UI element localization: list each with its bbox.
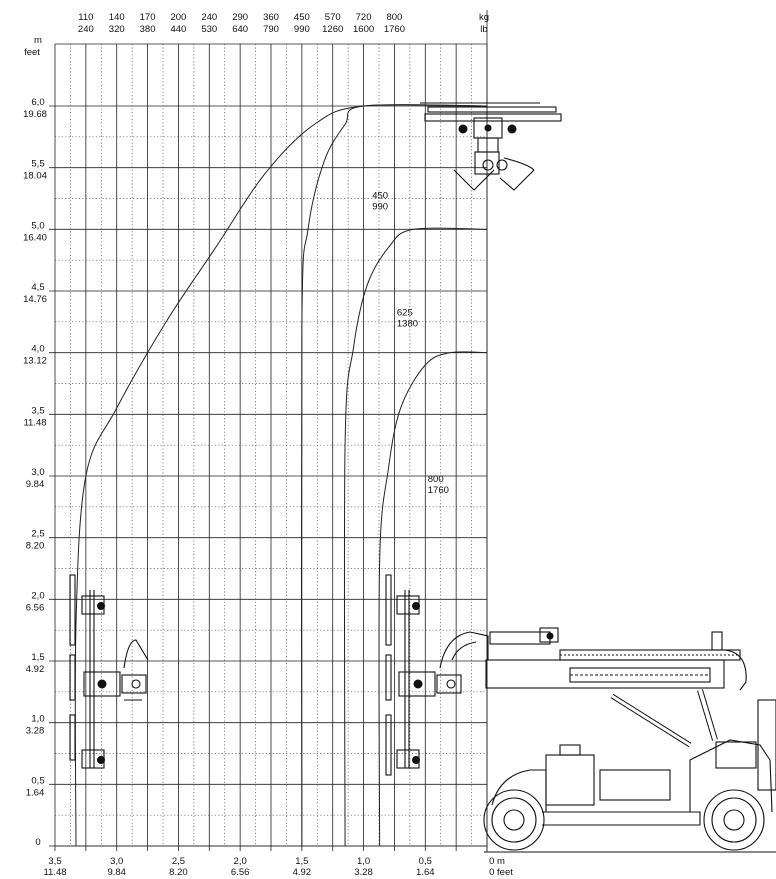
top-scale-lb: 990 <box>294 24 310 35</box>
y-tick-ft: 3.28 <box>26 726 45 737</box>
top-scale-lb: 240 <box>78 24 94 35</box>
top-scale-lb: 1600 <box>353 24 374 35</box>
y-tick-ft: 16.40 <box>23 232 47 243</box>
load-curve-625 <box>343 227 488 847</box>
x-tick-ft: 9.84 <box>107 867 126 878</box>
x-tick-ft: 11.48 <box>43 867 66 878</box>
top-scale-kg: 290 <box>232 12 248 23</box>
curve-label-kg: 450 <box>372 191 388 202</box>
y-tick-m: 1,0 <box>31 714 44 725</box>
top-scale-kg: 170 <box>140 12 156 23</box>
x-tick-m: 2,0 <box>234 856 247 867</box>
y-tick-ft: 8.20 <box>26 541 45 552</box>
load-unit-primary: kg <box>479 12 489 23</box>
x-tick-m: 3,0 <box>110 856 123 867</box>
crane-machine-drawing <box>483 627 776 853</box>
y-tick-m: 1,5 <box>31 652 44 663</box>
top-scale-lb: 790 <box>263 24 279 35</box>
suction-frame-right-drawing <box>385 574 489 776</box>
x-axis: 3,511.48 3,09.84 2,58.20 2,06.56 1,54.92 1,03… <box>43 856 513 878</box>
top-scale-lb: 1260 <box>322 24 343 35</box>
curve-label-lb: 990 <box>372 202 388 213</box>
x-tick-ft: 4.92 <box>293 867 312 878</box>
y-tick-ft: 6.56 <box>26 602 45 613</box>
load-units: kg lb <box>479 12 489 35</box>
y-tick-ft: 18.04 <box>23 171 47 182</box>
top-scale-lb: 640 <box>232 24 248 35</box>
y-tick-m: 5,5 <box>31 159 44 170</box>
x-tick-ft: 0 feet <box>489 867 513 878</box>
y-tick-ft: 11.48 <box>23 417 46 428</box>
x-tick-m: 3,5 <box>48 856 61 867</box>
grid <box>49 10 488 852</box>
top-scale-kg: 140 <box>109 12 125 23</box>
load-curve-800 <box>378 351 488 847</box>
x-tick-m: 1,5 <box>295 856 308 867</box>
top-scale-kg: 240 <box>201 12 217 23</box>
top-scale-kg: 800 <box>386 12 402 23</box>
load-curve-450 <box>300 104 488 847</box>
y-axis: m feet 6,019.68 5,518.04 5,016.40 4,514.76 4… <box>23 35 47 848</box>
y-tick-ft: 13.12 <box>23 356 47 367</box>
top-load-scale: 1102401403201703802004402405302906403607… <box>78 12 405 35</box>
y-tick-m: 3,5 <box>31 405 44 416</box>
y-unit-primary: m <box>34 35 42 46</box>
load-unit-secondary: lb <box>480 24 487 35</box>
suction-frame-top-drawing <box>420 102 562 191</box>
curve-label-lb: 1380 <box>397 319 418 330</box>
top-scale-kg: 110 <box>78 12 93 23</box>
y-tick-ft: 14.76 <box>23 294 47 305</box>
y-tick-m: 0,5 <box>31 775 44 786</box>
top-scale-lb: 530 <box>201 24 217 35</box>
curve-label-kg: 625 <box>397 308 413 319</box>
top-scale-lb: 440 <box>170 24 186 35</box>
x-tick-ft: 6.56 <box>231 867 250 878</box>
y-tick-m: 2,0 <box>31 590 44 601</box>
y-tick-ft: 4.92 <box>26 664 45 675</box>
x-tick-ft: 3.28 <box>354 867 373 878</box>
top-scale-kg: 360 <box>263 12 279 23</box>
curve-label-lb: 1760 <box>428 485 449 496</box>
y-unit-secondary: feet <box>24 47 40 58</box>
x-tick-ft: 1.64 <box>416 867 435 878</box>
y-tick-m: 4,5 <box>31 282 44 293</box>
x-tick-m: 2,5 <box>172 856 185 867</box>
load-curve-outer <box>74 104 488 847</box>
load-curves <box>74 104 488 847</box>
curve-label-kg: 800 <box>428 474 444 485</box>
y-tick-m: 5,0 <box>31 220 44 231</box>
y-tick-m: 4,0 <box>31 344 44 355</box>
top-scale-kg: 720 <box>356 12 372 23</box>
x-tick-ft: 8.20 <box>169 867 188 878</box>
y-tick-ft: 1.64 <box>26 787 45 798</box>
top-scale-lb: 380 <box>140 24 156 35</box>
top-scale-lb: 320 <box>109 24 125 35</box>
suction-frame-left-drawing <box>69 574 149 769</box>
y-tick-ft: 19.68 <box>23 109 47 120</box>
top-scale-lb: 1760 <box>384 24 405 35</box>
y-tick-m: 6,0 <box>31 97 44 108</box>
top-scale-kg: 450 <box>294 12 310 23</box>
y-tick-m: 2,5 <box>31 529 44 540</box>
top-scale-kg: 200 <box>170 12 186 23</box>
x-tick-m: 0,5 <box>419 856 432 867</box>
x-tick-m: 1,0 <box>357 856 370 867</box>
y-tick-ft: 9.84 <box>26 479 45 490</box>
y-tick-m: 3,0 <box>31 467 44 478</box>
y-tick-m: 0 <box>35 837 40 848</box>
x-tick-m: 0 m <box>489 856 505 867</box>
top-scale-kg: 570 <box>325 12 341 23</box>
